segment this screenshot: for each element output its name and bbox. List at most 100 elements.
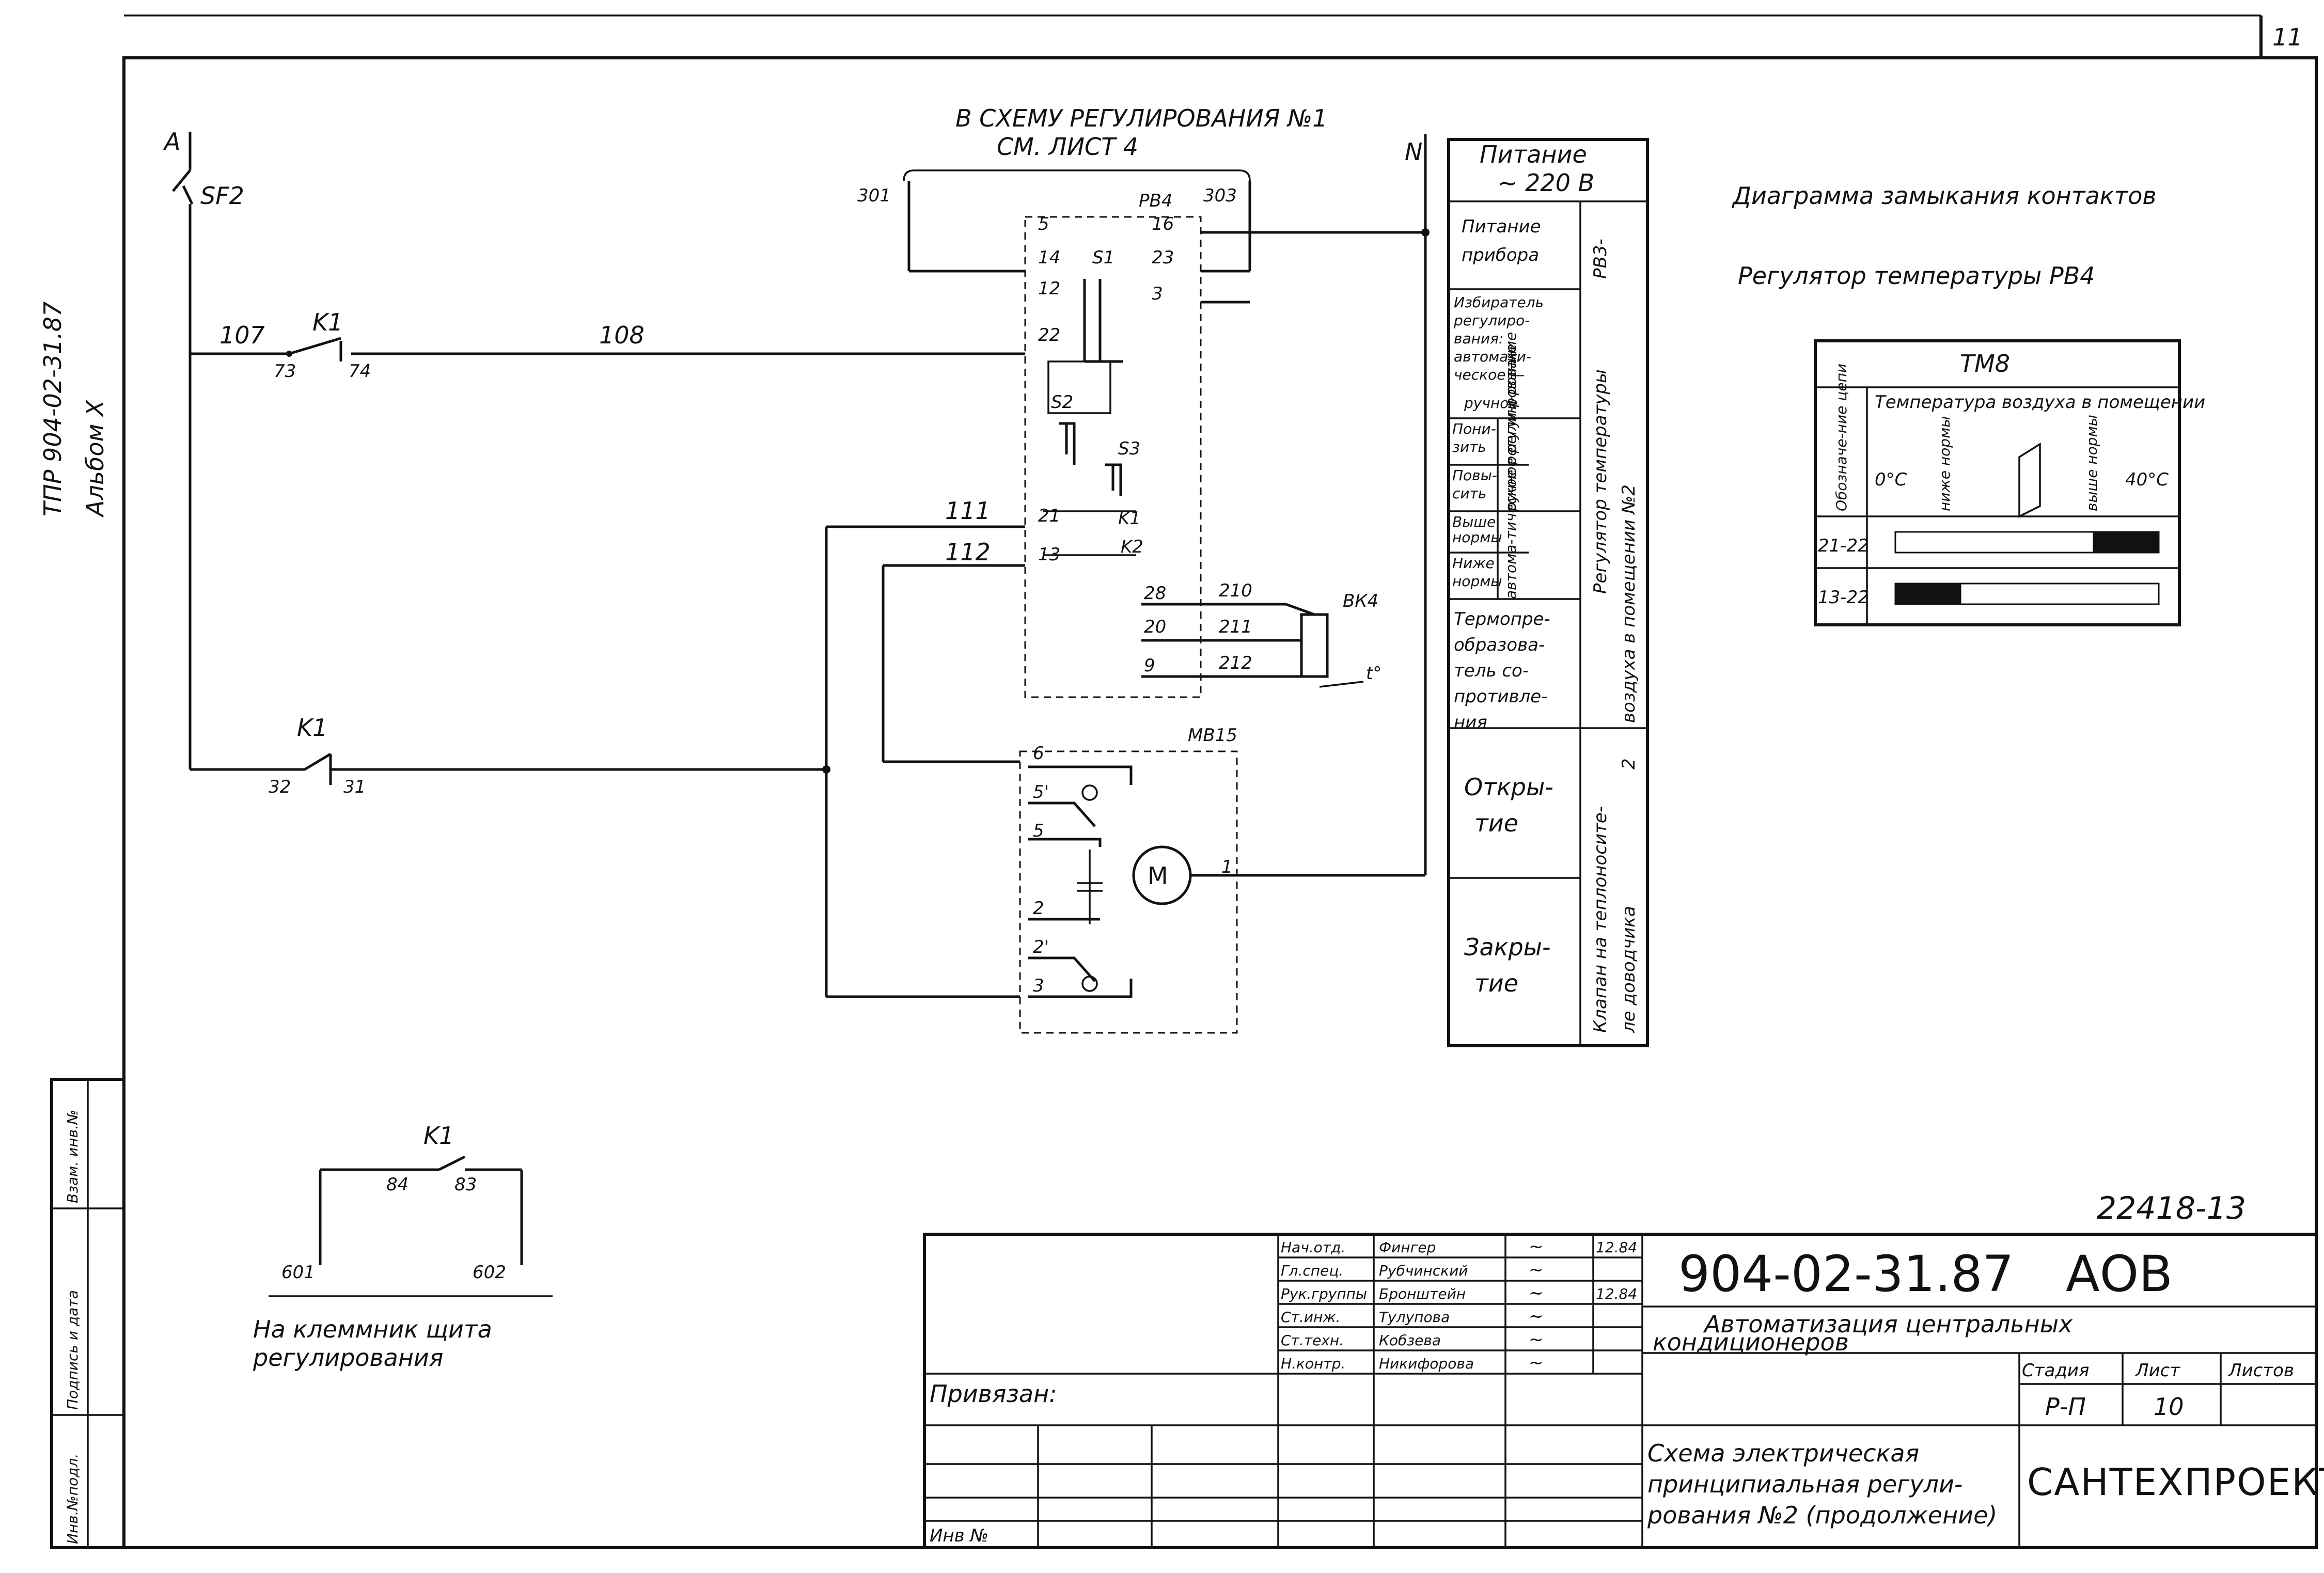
relay-k1-top: K1 [312,308,343,336]
wire-303: 303 [1203,185,1237,206]
act-pin-5p: 5' [1033,782,1049,803]
diagram-above: выше нормы [2083,415,2100,511]
legend-sub-a: ручное регули-рование [1502,332,1519,512]
term-601: 601 [281,1262,315,1283]
person-3-role: Ст.инж. [1281,1309,1340,1326]
sheet-value: 10 [2154,1393,2184,1421]
act-pin-6: 6 [1033,743,1044,764]
relay-k1-bottom: K1 [297,714,327,742]
person-2-date: 12.84 [1596,1285,1637,1302]
contact-32: 32 [269,777,291,797]
pin-3: 3 [1152,284,1163,304]
legend-r6-l2: тель со- [1454,660,1529,681]
legend-table: Питание ~ 220 В Питание прибора Избирате… [1447,138,1649,1047]
switch-k1: K1 [1118,508,1141,529]
legend-r4-l0: Выше [1452,513,1496,530]
pb4-internal-switches: S1 S2 S3 K1 K2 [1043,247,1143,557]
person-3-sign: ~ [1529,1306,1544,1327]
legend-r1-l5: ручное [1464,395,1518,412]
doc-mark: АОВ [2066,1245,2173,1303]
doc-code: 904-02-31.87 [1678,1245,2014,1303]
drawing-1: Схема электрическая [1647,1439,1919,1467]
switch-k2: K2 [1121,537,1143,557]
diagram-tmin: 0°С [1875,469,1907,490]
terminal-note-1: На клеммник щита [253,1315,492,1343]
legend-vert-1: РВ3- [1590,239,1611,279]
top-note-2: СМ. ЛИСТ 4 [997,133,1138,161]
contact-diagram: Диаграмма замыкания контактов Регулятор … [1732,182,2205,626]
wire-301: 301 [857,185,891,206]
drawing-3: рования №2 (продолжение) [1647,1501,1997,1529]
legend-r1-l2: вания: [1454,330,1503,347]
pin-9: 9 [1144,655,1155,676]
title-block: 22418-13 Привязан: Инв № Нач.отд. Фингер… [923,1190,2324,1549]
contact-closure-bars [1894,531,2160,605]
sensor-label: ВК4 [1343,591,1378,611]
legend-vert-4: Клапан на теплоносите- [1590,806,1611,1033]
wire-111: 111 [945,497,991,525]
contact-74: 74 [349,361,371,382]
legend-r3-l1: сить [1452,485,1486,502]
person-0-date: 12.84 [1596,1239,1637,1256]
schematic: В СХЕМУ РЕГУЛИРОВАНИЯ №1 СМ. ЛИСТ 4 A SF… [163,104,1430,1372]
diagram-title: Диаграмма замыкания контактов [1732,182,2157,210]
act-pin-1: 1 [1221,857,1233,877]
top-note-1: В СХЕМУ РЕГУЛИРОВАНИЯ №1 [955,104,1327,132]
side-stamp-col3: Взам. инв.№ [64,1110,81,1203]
pin-14: 14 [1038,247,1060,268]
act-pin-3: 3 [1033,976,1044,996]
person-4-sign: ~ [1529,1329,1544,1350]
person-4-name: Кобзева [1379,1332,1441,1349]
sheets-label: Листов [2227,1360,2294,1381]
breaker-label: SF2 [200,182,244,210]
act-pin-5: 5 [1033,821,1044,841]
person-0-name: Фингер [1379,1239,1436,1256]
side-album-text: Альбом X [81,399,109,518]
legend-r2-l1: зить [1452,438,1486,455]
switch-s1: S1 [1092,247,1114,268]
legend-vert-5: ле доводчика [1619,906,1639,1033]
legend-vert-2: Регулятор температуры [1590,369,1611,594]
stage-label: Стадия [2022,1360,2089,1381]
pin-23: 23 [1152,247,1174,268]
legend-r8-l1: тие [1474,969,1518,997]
person-0-sign: ~ [1529,1236,1544,1257]
legend-r0-l0: Питание [1462,216,1541,237]
diagram-below: ниже нормы [1936,416,1953,511]
person-0-role: Нач.отд. [1281,1239,1345,1256]
sensor-t: t° [1366,663,1381,684]
legend-r6-l3: противле- [1454,686,1547,707]
legend-sub-b: автома-тическое регули-рование [1502,344,1519,599]
legend-r7-l0: Откры- [1464,773,1553,801]
legend-r1-l3: автомати- [1454,348,1531,365]
person-1-role: Гл.спец. [1281,1262,1343,1279]
stage-value: Р-П [2045,1393,2086,1421]
pb4-left-pins: 5 14 12 22 21 13 [1038,214,1060,565]
diagram-subtitle: Регулятор температуры РВ4 [1738,262,2095,290]
person-2-role: Рук.группы [1281,1285,1367,1302]
contact-31: 31 [343,777,366,797]
pin-22: 22 [1038,325,1060,345]
project-1: Автоматизация центральных [1703,1310,2073,1338]
legend-r6-l4: ния [1454,712,1487,733]
wire-211: 211 [1219,617,1252,637]
closure-bar-13-22 [1895,584,1961,604]
wire-107: 107 [219,321,265,349]
diagram-tmax: 40°С [2125,469,2169,490]
legend-r8-l0: Закры- [1464,933,1551,961]
legend-r2-l0: Пони- [1452,420,1496,437]
phase-label: A [163,128,180,155]
person-3-name: Тулупова [1379,1309,1450,1326]
act-pin-2: 2 [1033,898,1044,919]
legend-r0-l1: прибора [1462,245,1539,265]
motor-label: M [1148,862,1168,890]
legend-r1-l0: Избиратель [1454,294,1544,311]
term-602: 602 [473,1262,506,1283]
pin-5: 5 [1038,214,1049,234]
top-brace [903,169,1251,181]
act-pin-2p: 2' [1033,937,1049,957]
pin-16: 16 [1152,214,1174,234]
person-4-role: Ст.техн. [1281,1332,1344,1349]
person-2-name: Бронштейн [1379,1285,1466,1302]
